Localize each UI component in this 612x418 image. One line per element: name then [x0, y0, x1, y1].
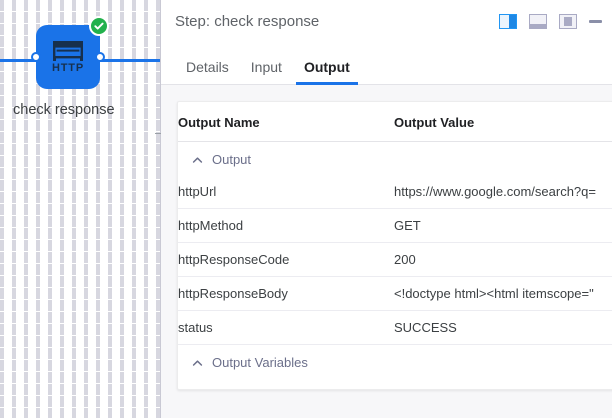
group-row-output[interactable]: Output: [178, 142, 612, 176]
table-row[interactable]: httpResponseCode 200: [178, 242, 612, 277]
panel-tabs: Details Input Output: [161, 43, 612, 85]
group-label-output: Output: [212, 152, 252, 167]
cell-output-value: 200: [394, 242, 612, 277]
output-table-body: Output httpUrl https://www.google.com/se…: [178, 142, 612, 389]
node-port-input[interactable]: [31, 52, 41, 62]
table-header-row: Output Name Output Value: [178, 102, 612, 142]
node-body[interactable]: HTTP: [36, 16, 109, 89]
panel-title: Step: check response: [175, 13, 320, 30]
http-browser-icon: [53, 40, 84, 61]
layout-right-panel-icon[interactable]: [499, 14, 517, 29]
group-label-output-variables: Output Variables: [212, 355, 308, 370]
tab-details[interactable]: Details: [175, 59, 240, 85]
table-row[interactable]: httpUrl https://www.google.com/search?q=: [178, 175, 612, 209]
node-label: check response: [13, 102, 115, 118]
cell-output-value: <!doctype html><html itemscope=": [394, 276, 612, 311]
chevron-up-icon[interactable]: [192, 358, 203, 369]
check-circle-icon: [89, 16, 109, 36]
table-row[interactable]: httpMethod GET: [178, 208, 612, 243]
cell-output-value: SUCCESS: [394, 310, 612, 345]
panel-body: Output Name Output Value Outpu: [161, 85, 612, 418]
column-header-output-value: Output Value: [394, 102, 612, 142]
table-row[interactable]: status SUCCESS: [178, 310, 612, 345]
cell-output-name: httpResponseCode: [178, 242, 394, 277]
cell-output-name: httpUrl: [178, 175, 394, 209]
table-row[interactable]: foo 200: [178, 378, 612, 389]
canvas-panel-divider[interactable]: [160, 0, 161, 418]
output-table-head: Output Name Output Value: [178, 102, 612, 142]
workflow-node-check-response[interactable]: HTTP: [31, 16, 109, 89]
cell-output-name: httpResponseBody: [178, 276, 394, 311]
edge-stub: [155, 133, 161, 134]
node-type-label: HTTP: [52, 61, 84, 74]
group-row-output-variables[interactable]: Output Variables: [178, 345, 612, 379]
cell-output-value: GET: [394, 208, 612, 243]
minimize-icon[interactable]: [589, 20, 602, 23]
cell-output-value: 200: [394, 378, 612, 389]
layout-center-panel-icon[interactable]: [559, 14, 577, 29]
panel-header: Step: check response: [161, 0, 612, 43]
output-table: Output Name Output Value Outpu: [178, 102, 612, 389]
table-row[interactable]: httpResponseBody <!doctype html><html it…: [178, 276, 612, 311]
chevron-up-icon[interactable]: [192, 155, 203, 166]
panel-header-actions: [499, 14, 602, 29]
node-port-output[interactable]: [95, 52, 105, 62]
step-details-panel: Step: check response Details Input Outpu…: [161, 0, 612, 418]
tab-output[interactable]: Output: [293, 59, 361, 85]
cell-output-name: status: [178, 310, 394, 345]
cell-output-value: https://www.google.com/search?q=: [394, 175, 612, 209]
cell-output-name: httpMethod: [178, 208, 394, 243]
output-table-card: Output Name Output Value Outpu: [177, 101, 612, 390]
workflow-canvas[interactable]: HTTP check response: [0, 0, 161, 418]
cell-output-name: foo: [178, 378, 394, 389]
tab-input[interactable]: Input: [240, 59, 293, 85]
column-header-output-name: Output Name: [178, 102, 394, 142]
layout-bottom-panel-icon[interactable]: [529, 14, 547, 29]
